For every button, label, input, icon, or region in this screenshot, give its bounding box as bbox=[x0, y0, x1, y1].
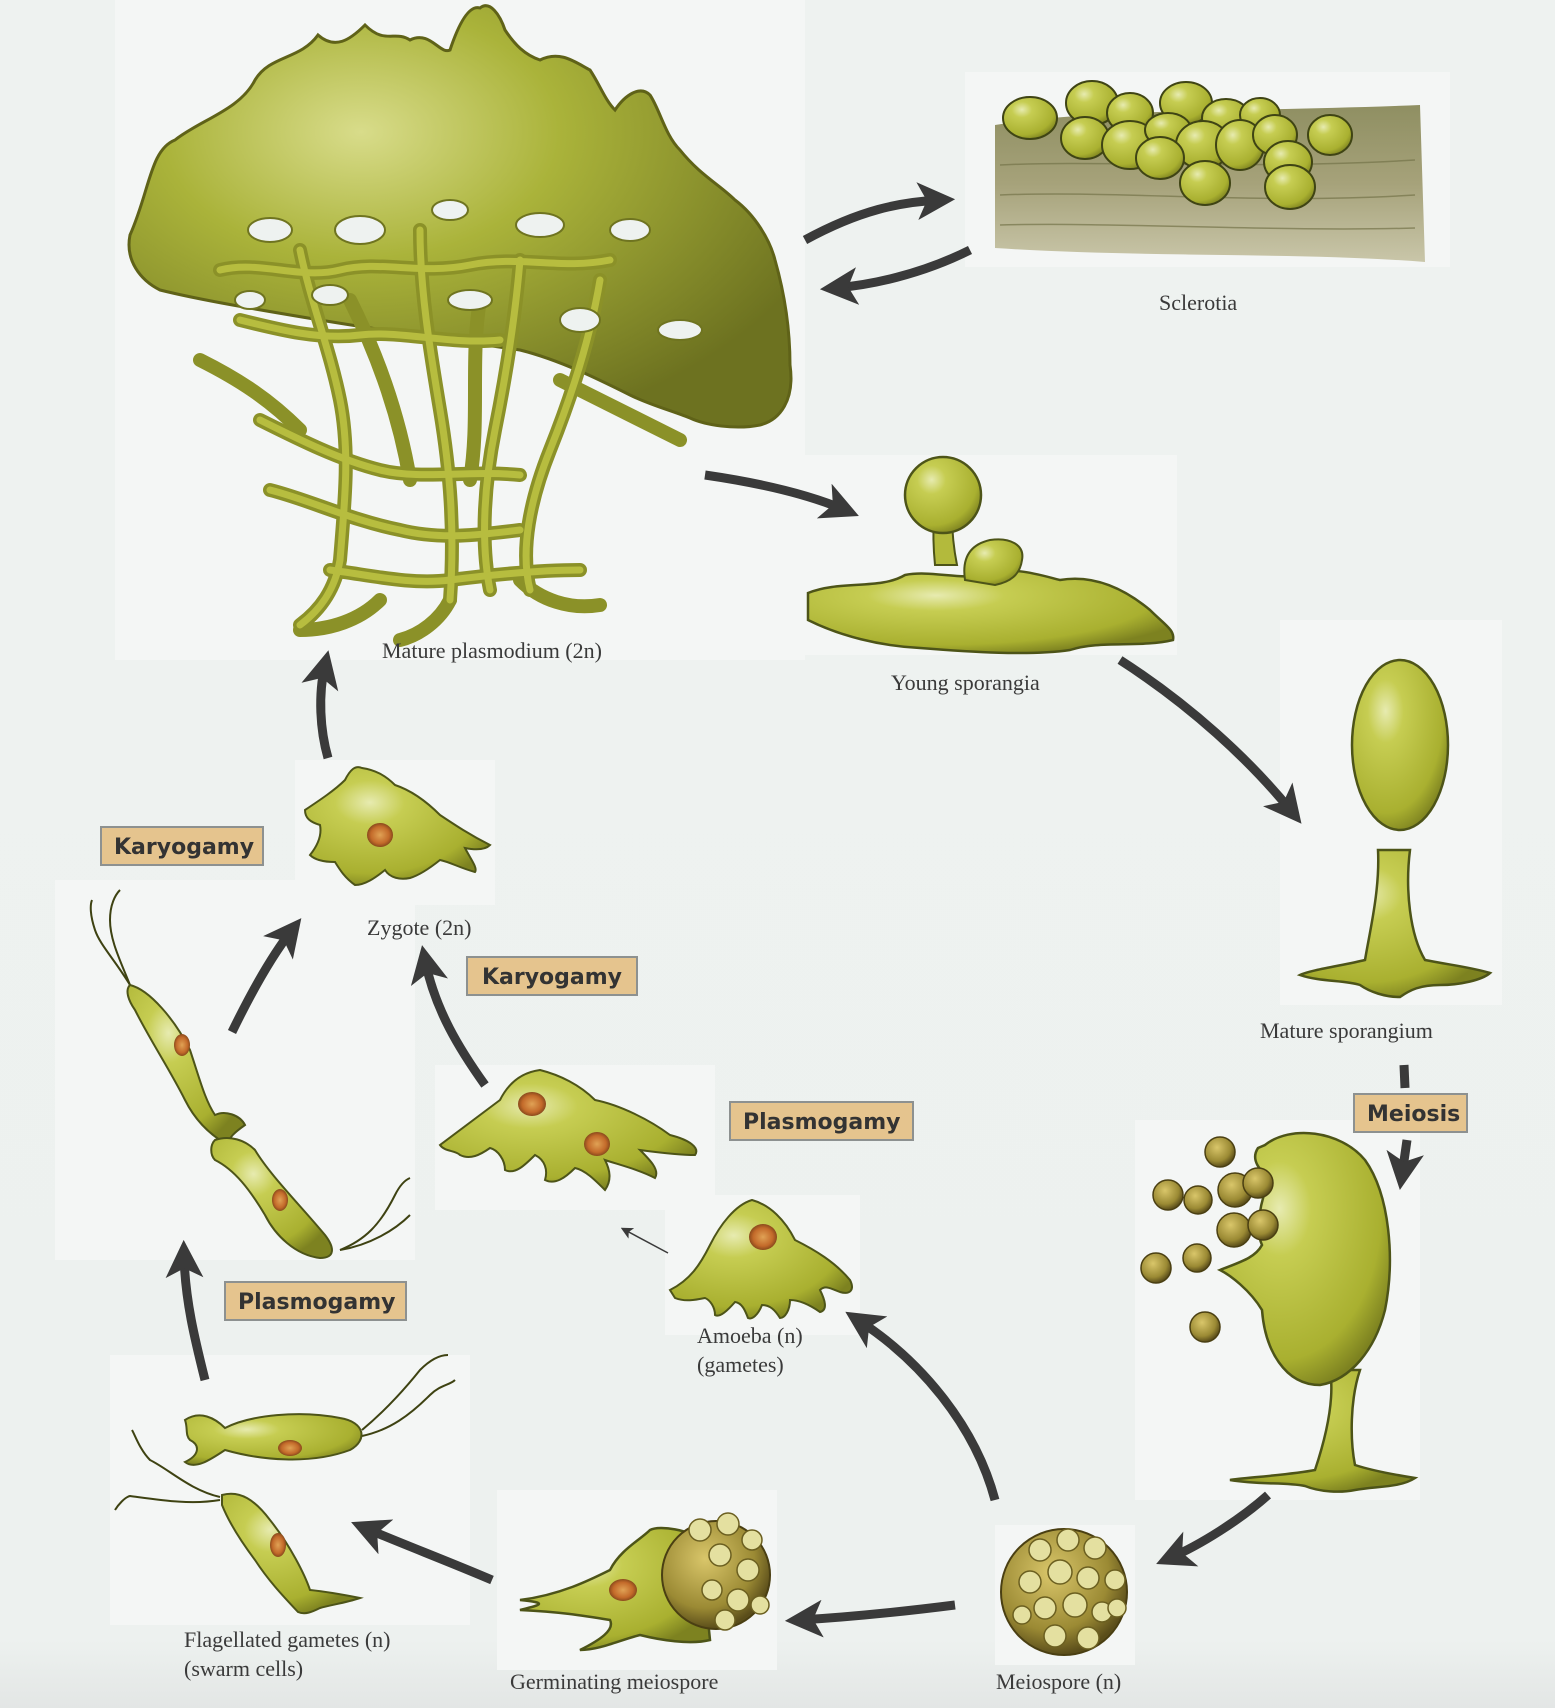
fused-swarm-cells-panel bbox=[55, 880, 415, 1260]
karyogamy-label-left: Karyogamy bbox=[100, 826, 264, 866]
arrow-plasmodium-to-young-sporangia bbox=[704, 470, 859, 519]
arrow-fused-amoebae-to-zygote bbox=[410, 945, 489, 1088]
meiospore-illustration bbox=[1000, 1528, 1128, 1656]
arrow-young-sporangia-to-mature-sporangium bbox=[1117, 656, 1302, 824]
arrow-zygote-to-plasmodium bbox=[301, 650, 339, 760]
fused-swarm-cells-illustration bbox=[89, 889, 411, 1260]
arrow-germinating-meiospore-to-flagellated-gametes bbox=[351, 1519, 494, 1585]
germinating-meiospore-label: Germinating meiospore bbox=[510, 1669, 719, 1694]
germinating-meiospore-illustration bbox=[519, 1512, 771, 1652]
flagellated-gametes-label-line2: (swarm cells) bbox=[184, 1656, 304, 1681]
young-sporangia-label: Young sporangia bbox=[891, 670, 1040, 695]
meiospore-label: Meiospore (n) bbox=[996, 1669, 1122, 1694]
arrow-sporangium-to-meiospore bbox=[1156, 1491, 1271, 1567]
arrow-amoeba-to-fused-amoebae bbox=[620, 1227, 669, 1254]
arrow-meiospore-to-germinating-meiospore bbox=[784, 1599, 956, 1638]
mature-plasmodium-label: Mature plasmodium (2n) bbox=[382, 638, 602, 663]
sclerotia-illustration bbox=[995, 80, 1425, 262]
mature-sporangium-illustration bbox=[1296, 658, 1493, 999]
zygote-label: Zygote (2n) bbox=[367, 915, 472, 940]
young-sporangia-illustration bbox=[806, 455, 1175, 655]
arrow-meiospore-to-amoeba bbox=[845, 1311, 1000, 1502]
arrows bbox=[165, 182, 1424, 1638]
plasmogamy-label-center: Plasmogamy bbox=[729, 1101, 914, 1141]
amoeba-illustration bbox=[668, 1198, 853, 1320]
arrow-sclerotia-to-plasmodium bbox=[819, 245, 973, 305]
arrow-mature-sporangium-to-meiosis bbox=[1399, 1064, 1410, 1089]
mature-plasmodium-illustration bbox=[127, 4, 793, 647]
plasmogamy-label-left: Plasmogamy bbox=[224, 1281, 407, 1321]
arrow-flagellated-gametes-to-fused-cells bbox=[165, 1239, 210, 1382]
karyogamy-label-center: Karyogamy bbox=[466, 956, 638, 996]
fused-amoebae-illustration bbox=[438, 1068, 698, 1192]
amoeba-label: Amoeba (n) (gametes) bbox=[697, 1321, 803, 1379]
mature-sporangium-label: Mature sporangium bbox=[1260, 1018, 1433, 1043]
amoeba-label-line1: Amoeba (n) bbox=[697, 1323, 803, 1348]
amoeba-label-line2: (gametes) bbox=[697, 1352, 784, 1377]
arrow-plasmodium-to-sclerotia bbox=[802, 182, 956, 244]
zygote-illustration bbox=[303, 766, 492, 887]
flagellated-gametes-label: Flagellated gametes (n) (swarm cells) bbox=[184, 1625, 390, 1683]
flagellated-gametes-label-line1: Flagellated gametes (n) bbox=[184, 1627, 391, 1652]
arrow-fused-cells-to-zygote bbox=[227, 918, 302, 1034]
arrow-meiosis-to-dehiscing-sporangium bbox=[1386, 1139, 1424, 1190]
meiosis-label: Meiosis bbox=[1353, 1093, 1468, 1133]
dehiscing-sporangium-illustration bbox=[1140, 1131, 1419, 1493]
sclerotia-label: Sclerotia bbox=[1159, 290, 1238, 315]
flagellated-gametes-illustration bbox=[114, 1354, 456, 1615]
